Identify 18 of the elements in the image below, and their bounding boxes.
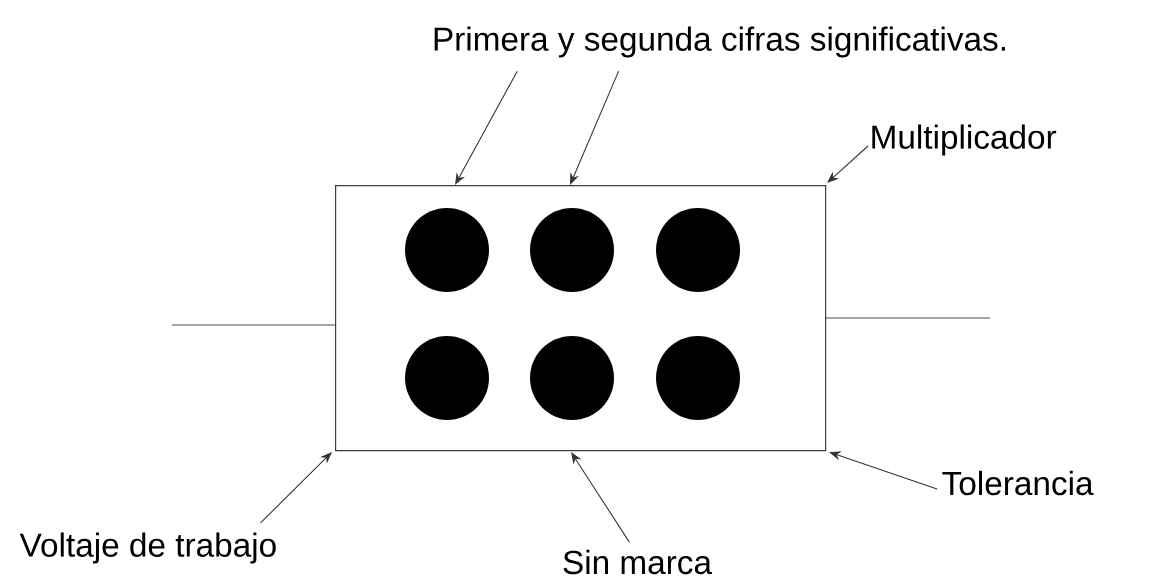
- color-dot: [530, 208, 614, 292]
- label: Sin marca: [563, 549, 712, 575]
- color-dot: [656, 208, 740, 292]
- color-dot: [530, 336, 614, 420]
- arrow: [829, 451, 938, 490]
- arrow: [570, 70, 620, 185]
- label: Tolerancia: [942, 470, 1094, 496]
- label: Primera y segunda cifras significativas.: [434, 26, 1005, 58]
- arrow: [827, 145, 869, 183]
- capacitor-body: [335, 185, 827, 452]
- color-dot: [405, 208, 489, 292]
- arrow: [455, 70, 518, 185]
- label: Multiplicador: [872, 124, 1057, 156]
- color-dot: [405, 336, 489, 420]
- arrow: [260, 452, 332, 524]
- color-dot: [656, 336, 740, 420]
- label: Voltaje de trabajo: [19, 532, 276, 564]
- arrow: [571, 452, 630, 543]
